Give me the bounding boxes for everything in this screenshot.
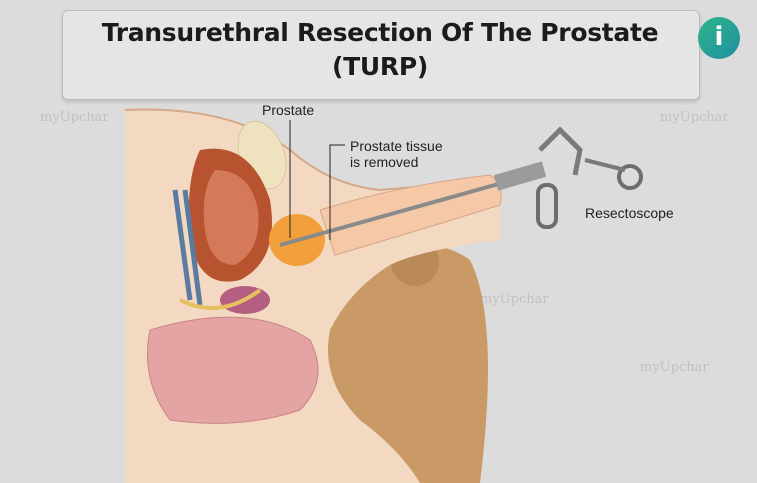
rectum	[147, 316, 319, 424]
tissue-leader	[329, 144, 345, 240]
watermark: myUpchar	[40, 110, 109, 125]
label-resectoscope: Resectoscope	[585, 205, 674, 221]
label-tissue-line2: is removed	[350, 154, 419, 170]
title-box	[62, 10, 700, 100]
resectoscope-shaft	[279, 176, 521, 247]
myupchar-logo-icon: i	[698, 17, 740, 59]
watermark: myUpchar	[660, 110, 729, 125]
watermark: myUpchar	[640, 360, 709, 375]
watermark: myUpchar	[480, 292, 549, 307]
label-prostate: Prostate	[262, 102, 315, 118]
label-tissue-line1: Prostate tissue	[350, 138, 443, 154]
title-line2: (TURP)	[332, 52, 428, 81]
resectoscope-body	[493, 161, 547, 191]
resectoscope-handle	[538, 126, 583, 176]
title-line1: Transurethral Resection Of The Prostate	[101, 18, 659, 47]
page-title: Transurethral Resection Of The Prostate …	[62, 16, 698, 84]
